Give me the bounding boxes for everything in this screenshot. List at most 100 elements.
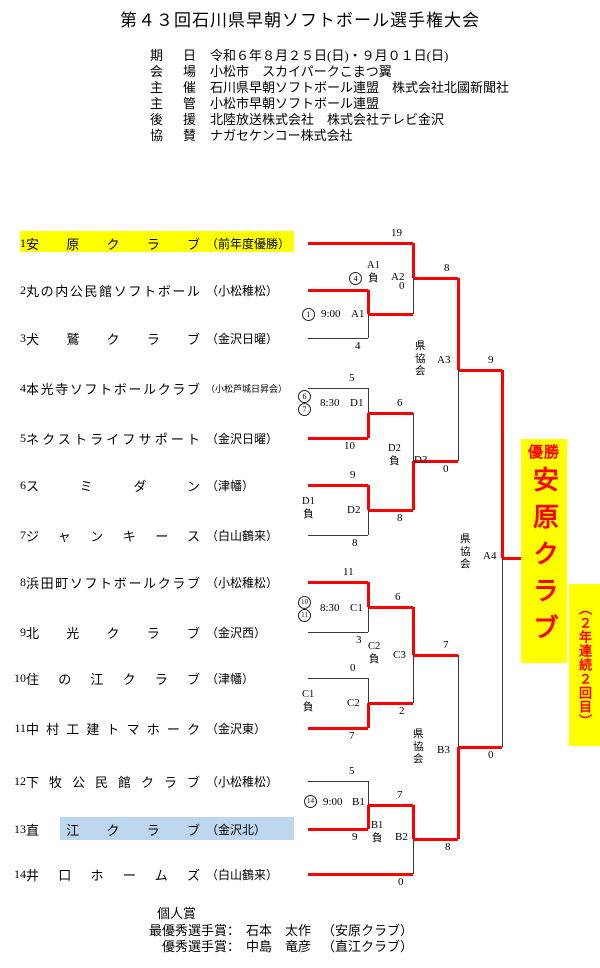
info-value: 令和６年８月２５日(日)・９月０１日(日)	[210, 48, 449, 63]
score-b3-bottom: 8	[445, 841, 451, 853]
team-league: （金沢西）	[206, 625, 267, 640]
score-c3-top: 6	[395, 591, 401, 603]
loser-line	[413, 655, 414, 703]
referee-label-c2: C1 負	[302, 689, 315, 713]
winner-line	[368, 313, 413, 316]
loser-line	[413, 278, 414, 314]
loser-line	[368, 510, 369, 535]
winner-line	[412, 805, 415, 839]
team-league: （津幡）	[206, 478, 255, 493]
award-label: 最優秀選手賞：	[148, 923, 240, 938]
info-value: 小松市 スカイパークこまつ翼	[210, 64, 392, 79]
match-label-c1: C1	[350, 602, 363, 614]
winner-line	[368, 412, 413, 415]
champion-name: 安原クラブ	[529, 466, 559, 651]
score-b1-top: 5	[349, 765, 355, 777]
defending-champion-highlight	[20, 231, 294, 252]
loser-line	[413, 839, 414, 874]
winner-line	[458, 746, 502, 749]
loser-line	[308, 678, 368, 679]
team-name: 中村工建トマホーク	[26, 721, 200, 737]
score-a2-top: 19	[391, 227, 402, 239]
winner-line	[308, 828, 368, 831]
team-number: 12	[14, 773, 26, 788]
team-name: 犬鷲クラブ	[26, 331, 200, 347]
match-label-b1: B1	[352, 796, 365, 808]
loser-line	[368, 781, 369, 805]
winner-line	[412, 607, 415, 655]
info-label: 協 賛	[150, 128, 196, 143]
winner-line	[308, 242, 413, 245]
info-label: 会 場	[150, 64, 196, 79]
team-number: 13	[14, 821, 26, 836]
referee-label-a3: 県 協 会	[415, 341, 426, 377]
info-row: 期 日令和６年８月２５日(日)・９月０１日(日)	[150, 45, 449, 63]
game-time-c1: 8:30	[320, 602, 340, 614]
award-winner-club: （直江クラブ）	[322, 939, 414, 954]
team-number: 2	[20, 282, 26, 297]
score-c2-top: 0	[350, 662, 356, 674]
info-row: 主 催石川県早朝ソフトボール連盟 株式会社北國新聞社	[150, 77, 509, 95]
winner-line	[413, 654, 458, 657]
winner-line	[308, 727, 368, 730]
game-time-b1: 9:00	[323, 796, 343, 808]
loser-line	[502, 558, 503, 747]
referee-label-a2: A1 負	[367, 260, 380, 284]
info-label: 主 管	[150, 96, 196, 111]
team-name: 浜田町ソフトボールクラブ	[26, 575, 200, 591]
match-label-d1: D1	[350, 397, 364, 409]
team-league: （前年度優勝）	[206, 236, 291, 251]
score-c1-bottom: 3	[356, 634, 362, 646]
winner-line	[308, 581, 368, 584]
team-name: 丸の内公民館ソフトボール	[26, 283, 200, 299]
info-label: 後 援	[150, 112, 196, 127]
match-label-a1: A1	[351, 308, 365, 320]
team-number: 6	[20, 477, 26, 492]
loser-line	[308, 535, 368, 536]
score-d3-top: 6	[397, 397, 403, 409]
team-name: スミダン	[26, 478, 200, 494]
team-name: 本光寺ソフトボールクラブ	[26, 381, 200, 397]
team-name: 下牧公民館クラブ	[26, 774, 200, 790]
team-league: （金沢東）	[206, 721, 267, 736]
info-row: 会 場小松市 スカイパークこまつ翼	[150, 61, 392, 79]
team-number: 4	[20, 380, 26, 395]
loser-line	[308, 781, 368, 782]
score-a1-bottom: 4	[355, 340, 361, 352]
score-d3-bottom: 8	[397, 512, 403, 524]
loser-line	[413, 413, 414, 461]
team-league: （白山鶴来）	[206, 528, 279, 543]
score-d1-bottom: 10	[344, 440, 355, 452]
game-number-c1: 11	[298, 609, 311, 622]
award-winner-name: 中島 竜彦	[246, 939, 312, 954]
winner-line	[413, 460, 458, 463]
winner-line	[502, 557, 522, 560]
team-name: 住の江クラブ	[26, 671, 200, 687]
score-d2-top: 9	[350, 469, 356, 481]
game-number-d1: 6	[298, 390, 311, 403]
score-a4-bottom: 0	[488, 749, 494, 761]
score-c2-bottom: 7	[349, 730, 355, 742]
winner-line	[413, 277, 458, 280]
match-label-d3: D3	[414, 454, 428, 466]
winner-line	[368, 702, 413, 705]
score-c1-top: 11	[343, 566, 354, 578]
game-number-d1: 7	[298, 403, 311, 416]
winner-line	[412, 461, 415, 510]
info-row: 主 管小松市早朝ソフトボール連盟	[150, 93, 379, 111]
award-label: 優秀選手賞：	[161, 939, 240, 954]
team-league: （小松芦城日昇会）	[206, 383, 288, 394]
game-number-b1: 14	[304, 795, 317, 808]
winner-line	[308, 437, 368, 440]
score-b1-bottom: 9	[352, 831, 358, 843]
match-label-a3: A3	[437, 354, 451, 366]
game-time-a1: 9:00	[321, 308, 341, 320]
score-a1-top-circled: 4	[349, 272, 362, 285]
